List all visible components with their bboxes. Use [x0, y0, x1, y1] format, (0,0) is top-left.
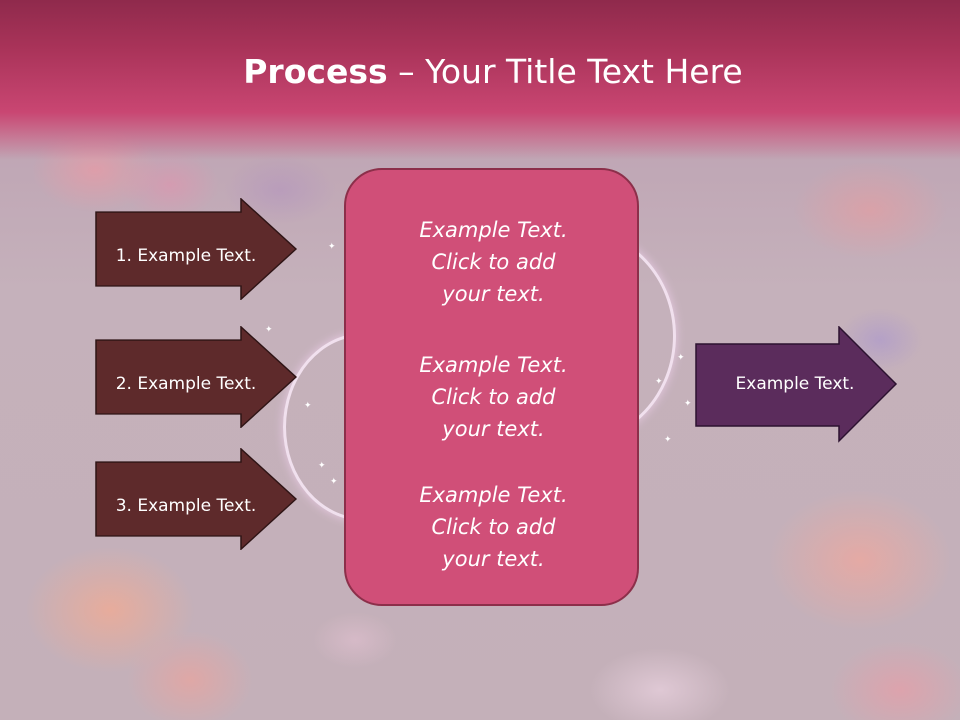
paragraph-line: Example Text. [419, 353, 568, 377]
arrow-shape [95, 326, 298, 428]
arrow-shape [695, 326, 898, 443]
paragraph-line: Example Text. [419, 218, 568, 242]
step-arrow-3[interactable]: 3. Example Text. [95, 448, 298, 550]
center-text-box[interactable]: Example Text. Click to add your text. Ex… [344, 168, 639, 606]
paragraph-line: Click to add [431, 250, 556, 274]
sparkle-icon: ✦ [328, 242, 336, 252]
result-arrow[interactable]: Example Text. [695, 326, 898, 443]
center-paragraph-1: Example Text. Click to add your text. [346, 214, 641, 310]
step-label-3: 3. Example Text. [115, 496, 257, 516]
paragraph-line: Example Text. [419, 483, 568, 507]
sparkle-icon: ✦ [684, 399, 692, 409]
sparkle-icon: ✦ [655, 377, 663, 387]
step-arrow-1[interactable]: 1. Example Text. [95, 198, 298, 300]
slide-title[interactable]: Process – Your Title Text Here [0, 52, 960, 91]
sparkle-icon: ✦ [318, 461, 326, 471]
title-banner [0, 0, 960, 160]
title-rest-part: – Your Title Text Here [387, 52, 743, 91]
step-arrow-2[interactable]: 2. Example Text. [95, 326, 298, 428]
paragraph-line: your text. [442, 417, 545, 441]
arrow-shape [95, 448, 298, 550]
sparkle-icon: ✦ [304, 401, 312, 411]
center-paragraph-3: Example Text. Click to add your text. [346, 479, 641, 575]
arrow-shape [95, 198, 298, 300]
paragraph-line: your text. [442, 547, 545, 571]
sparkle-icon: ✦ [664, 435, 672, 445]
center-paragraph-2: Example Text. Click to add your text. [346, 349, 641, 445]
paragraph-line: Click to add [431, 515, 556, 539]
sparkle-icon: ✦ [265, 325, 273, 335]
result-label: Example Text. [735, 374, 855, 394]
step-label-1: 1. Example Text. [115, 246, 257, 266]
paragraph-line: your text. [442, 282, 545, 306]
paragraph-line: Click to add [431, 385, 556, 409]
step-label-2: 2. Example Text. [115, 374, 257, 394]
sparkle-icon: ✦ [330, 477, 338, 487]
sparkle-icon: ✦ [677, 353, 685, 363]
title-bold-part: Process [243, 52, 388, 91]
